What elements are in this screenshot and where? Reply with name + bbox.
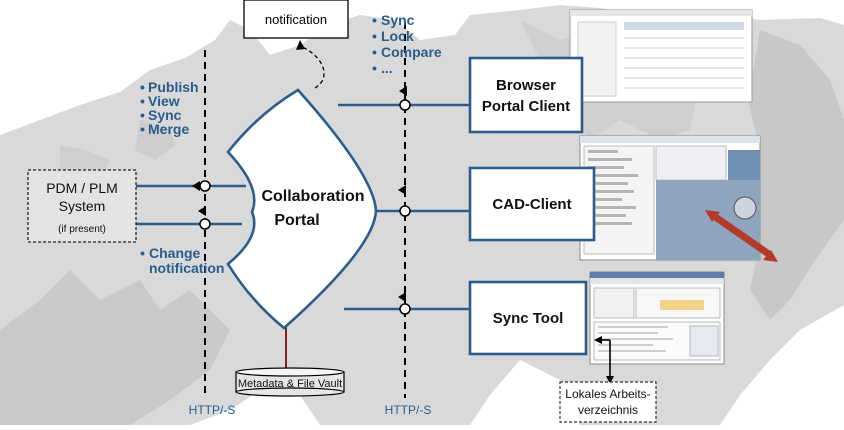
- http-right-label: HTTP/-S: [385, 403, 432, 417]
- change-line2: notification: [149, 260, 224, 276]
- change-line1: Change: [149, 245, 201, 261]
- change-notification-bullet: •Change notification: [140, 245, 224, 276]
- local-dir-box: Lokales Arbeits- verzeichnis: [559, 381, 657, 423]
- bullet-mark: •: [140, 121, 145, 137]
- pdm-plm-box: PDM / PLM System (if present): [27, 169, 137, 243]
- bullet-mark: •: [140, 93, 145, 109]
- bullet-mark: •: [140, 79, 145, 95]
- bullet-mark: •: [372, 12, 377, 28]
- connector-arrowheads: [192, 86, 407, 302]
- vault-label: Metadata & File Vault: [238, 378, 342, 390]
- collaboration-portal: Collaboration Portal: [226, 88, 378, 330]
- browser-client-box: Browser Portal Client: [468, 56, 584, 134]
- bullet-mark: •: [372, 60, 377, 76]
- local-dir-arrow-left: [594, 336, 602, 344]
- bullet-mark: •: [140, 107, 145, 123]
- pdm-note: (if present): [58, 224, 106, 235]
- cad-label: CAD-Client: [492, 196, 571, 213]
- notification-curved-arrow: [299, 45, 325, 89]
- cad-screenshot: [579, 135, 778, 262]
- bullet-mark: •: [140, 245, 145, 261]
- top-notification-box: notification: [243, 0, 349, 39]
- browser-screenshot: [569, 9, 753, 103]
- browser-line1: Browser: [496, 77, 556, 94]
- right-bullet-list: •Sync •Lock •Compare •...: [372, 12, 442, 76]
- right-bullet-sync: Sync: [381, 12, 415, 28]
- notification-arrowhead: [296, 40, 305, 50]
- bullet-mark: •: [372, 28, 377, 44]
- top-notification-text: notification: [265, 12, 327, 27]
- left-bullet-merge: Merge: [148, 121, 189, 137]
- sync-tool-screenshot: [589, 271, 725, 365]
- right-bullet-more: ...: [381, 60, 393, 76]
- pdm-line2: System: [59, 198, 106, 214]
- local-dir-line1: Lokales Arbeits-: [565, 387, 650, 401]
- local-dir-arrow-down: [606, 376, 614, 384]
- left-bullet-publish: Publish: [148, 79, 199, 95]
- cad-client-box: CAD-Client: [468, 166, 596, 242]
- browser-line2: Portal Client: [482, 98, 570, 115]
- right-bullet-lock: Lock: [381, 28, 414, 44]
- metadata-file-vault: Metadata & File Vault: [235, 367, 345, 397]
- portal-line2: Portal: [274, 212, 319, 229]
- junction-circles: [199, 99, 411, 315]
- bullet-mark: •: [372, 44, 377, 60]
- left-bullet-sync: Sync: [148, 107, 182, 123]
- http-left-label: HTTP/-S: [189, 403, 236, 417]
- sync-tool-box: Sync Tool: [468, 280, 588, 356]
- pdm-line1: PDM / PLM: [46, 180, 118, 196]
- local-dir-line2: verzeichnis: [578, 403, 638, 417]
- right-bullet-compare: Compare: [381, 44, 442, 60]
- sync-tool-label: Sync Tool: [493, 310, 564, 327]
- left-bullet-list: •Publish •View •Sync •Merge: [140, 79, 199, 137]
- portal-line1: Collaboration: [261, 188, 364, 205]
- left-bullet-view: View: [148, 93, 180, 109]
